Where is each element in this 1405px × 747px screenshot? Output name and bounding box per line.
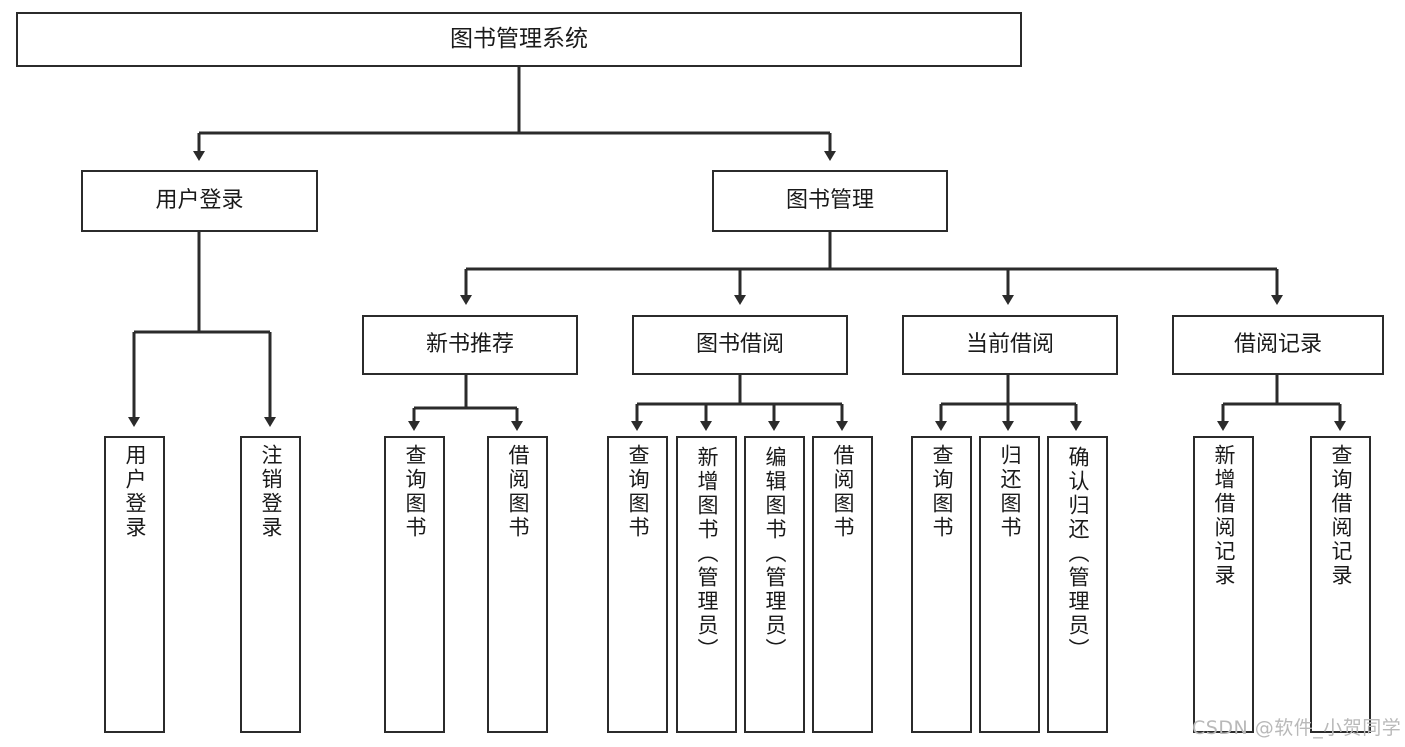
node-leaf-return-book[interactable]: 归还图书 [979,436,1040,733]
node-book-manage[interactable]: 图书管理 [712,170,948,232]
node-leaf-add-record[interactable]: 新增借阅记录 [1193,436,1254,733]
node-user-login[interactable]: 用户登录 [81,170,318,232]
node-leaf-query-book-3[interactable]: 查询图书 [911,436,972,733]
node-new-book-recommend[interactable]: 新书推荐 [362,315,578,375]
node-leaf-query-book-2[interactable]: 查询图书 [607,436,668,733]
node-current-borrow[interactable]: 当前借阅 [902,315,1118,375]
watermark-text: CSDN @软件_小贺同学 [1192,717,1402,739]
node-leaf-confirm-return-label: 确认归还（管理员） [1066,446,1090,662]
node-current-borrow-label: 当前借阅 [965,332,1054,358]
node-borrow-record[interactable]: 借阅记录 [1172,315,1384,375]
node-leaf-return-book-label: 归还图书 [998,444,1022,540]
node-borrow-record-label: 借阅记录 [1233,332,1322,358]
node-leaf-borrow-book-1[interactable]: 借阅图书 [487,436,548,733]
node-book-manage-label: 图书管理 [785,188,874,214]
node-leaf-borrow-book-2[interactable]: 借阅图书 [812,436,873,733]
node-leaf-add-book[interactable]: 新增图书（管理员） [676,436,737,733]
node-leaf-query-record-label: 查询借阅记录 [1329,444,1353,588]
node-leaf-logout-login[interactable]: 注销登录 [240,436,301,733]
node-book-borrow[interactable]: 图书借阅 [632,315,848,375]
node-leaf-query-book-2-label: 查询图书 [626,444,650,540]
node-leaf-user-login[interactable]: 用户登录 [104,436,165,733]
node-leaf-query-book-1-label: 查询图书 [403,444,427,540]
node-new-book-recommend-label: 新书推荐 [425,332,514,358]
node-user-login-label: 用户登录 [155,188,244,214]
node-leaf-add-book-label: 新增图书（管理员） [695,446,719,662]
node-leaf-query-record[interactable]: 查询借阅记录 [1310,436,1371,733]
node-leaf-query-book-1[interactable]: 查询图书 [384,436,445,733]
node-leaf-confirm-return[interactable]: 确认归还（管理员） [1047,436,1108,733]
node-leaf-logout-login-label: 注销登录 [259,444,283,540]
node-leaf-query-book-3-label: 查询图书 [930,444,954,540]
node-root[interactable]: 图书管理系统 [16,12,1022,67]
node-leaf-edit-book[interactable]: 编辑图书（管理员） [744,436,805,733]
node-root-label: 图书管理系统 [450,25,588,52]
node-leaf-borrow-book-1-label: 借阅图书 [506,444,530,540]
node-leaf-edit-book-label: 编辑图书（管理员） [763,446,787,662]
node-leaf-add-record-label: 新增借阅记录 [1212,444,1236,588]
node-leaf-borrow-book-2-label: 借阅图书 [831,444,855,540]
node-leaf-user-login-label: 用户登录 [123,444,147,540]
node-book-borrow-label: 图书借阅 [695,332,784,358]
